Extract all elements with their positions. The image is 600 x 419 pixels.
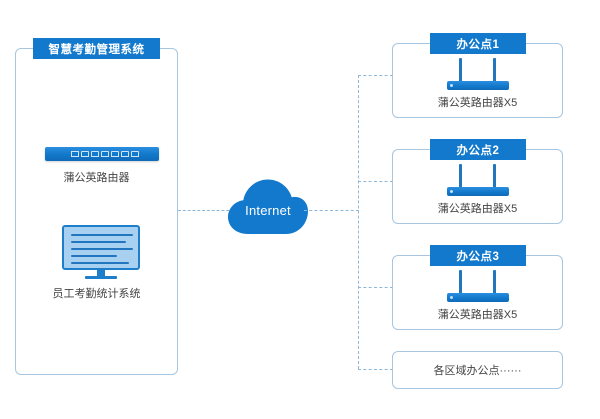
more-offices-box: 各区域办公点······ — [392, 351, 563, 389]
screen-text-line — [71, 241, 126, 244]
wireless-router-icon-2 — [447, 164, 509, 196]
headquarters-panel — [15, 48, 178, 375]
wired-router-icon — [45, 147, 159, 161]
antenna-right — [493, 58, 496, 82]
office-box-2 — [392, 149, 563, 224]
wireless-router-icon-1 — [447, 58, 509, 90]
office-box-3 — [392, 255, 563, 330]
link-trunk-to-office-3 — [358, 287, 393, 288]
link-trunk-to-more-offices — [358, 369, 393, 370]
link-headquarters-to-internet — [178, 210, 234, 211]
antenna-left — [459, 58, 462, 82]
antenna-left — [459, 164, 462, 188]
router-port — [91, 151, 99, 157]
headquarters-workstation-caption: 员工考勤统计系统 — [52, 288, 141, 300]
internet-label: Internet — [245, 202, 291, 218]
router-port — [71, 151, 79, 157]
screen-text-line — [71, 262, 129, 265]
router-led — [450, 84, 453, 87]
office-title-banner-2: 办公点2 — [430, 139, 526, 160]
monitor-screen — [62, 225, 140, 270]
router-port — [101, 151, 109, 157]
screen-text-line — [71, 255, 117, 258]
headquarters-router-caption: 蒲公英路由器 — [63, 172, 130, 184]
headquarters-title-banner: 智慧考勤管理系统 — [33, 38, 160, 59]
router-led — [450, 190, 453, 193]
monitor-stand-base — [85, 276, 117, 279]
office-title-banner-3: 办公点3 — [430, 245, 526, 266]
link-trunk-to-office-1 — [358, 75, 393, 76]
router-port — [121, 151, 129, 157]
office-title-banner-1: 办公点1 — [430, 33, 526, 54]
link-internet-to-trunk — [304, 210, 359, 211]
screen-text-line — [71, 234, 133, 237]
router-port — [81, 151, 89, 157]
office-device-caption-1: 蒲公英路由器X5 — [437, 97, 518, 109]
internet-cloud: Internet — [226, 176, 310, 238]
router-body — [447, 293, 509, 302]
link-distribution-trunk — [358, 75, 359, 369]
antenna-right — [493, 270, 496, 294]
antenna-left — [459, 270, 462, 294]
router-port — [131, 151, 139, 157]
router-ports — [71, 151, 139, 157]
office-device-caption-3: 蒲公英路由器X5 — [437, 309, 518, 321]
desktop-monitor-icon — [62, 225, 140, 281]
link-trunk-to-office-2 — [358, 181, 393, 182]
cloud-icon — [228, 179, 308, 234]
office-device-caption-2: 蒲公英路由器X5 — [437, 203, 518, 215]
wireless-router-icon-3 — [447, 270, 509, 302]
antenna-right — [493, 164, 496, 188]
router-port — [111, 151, 119, 157]
router-body — [447, 187, 509, 196]
router-led — [450, 296, 453, 299]
screen-text-line — [71, 248, 133, 251]
router-body — [447, 81, 509, 90]
monitor-stand-neck — [97, 270, 105, 276]
